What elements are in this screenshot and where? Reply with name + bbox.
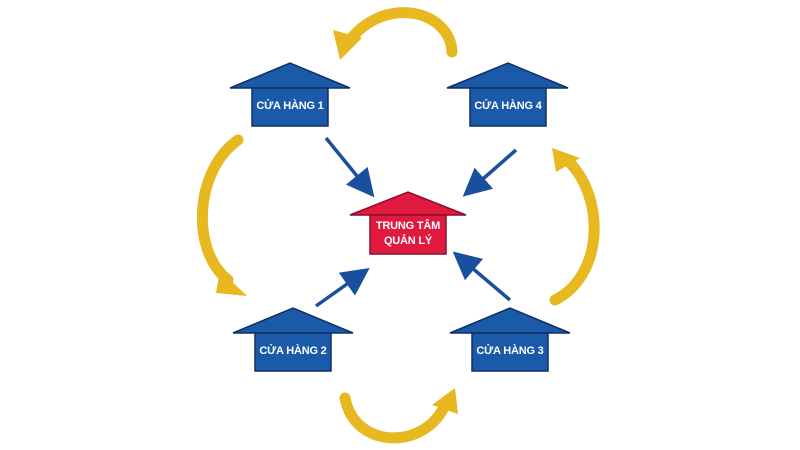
store-4-label: CỬA HÀNG 4 bbox=[474, 100, 542, 112]
center-label: TRUNG TÂM QUẢN LÝ bbox=[370, 219, 446, 249]
store-4-house bbox=[446, 62, 569, 127]
cycle-arrows bbox=[196, 7, 600, 444]
store-1-label: CỬA HÀNG 1 bbox=[256, 100, 324, 112]
arrow-store2-to-center bbox=[314, 267, 370, 308]
arrow-store4-to-center bbox=[462, 148, 518, 197]
flow-arrows bbox=[314, 136, 518, 308]
cycle-arrowhead-left bbox=[216, 270, 247, 296]
store-2-label: CỬA HÀNG 2 bbox=[259, 345, 327, 357]
cycle-arrow-right bbox=[549, 154, 600, 306]
store-2-house bbox=[232, 307, 354, 372]
arrow-store3-to-center bbox=[452, 251, 512, 302]
cycle-arrowhead-top bbox=[333, 30, 362, 60]
cycle-arrowhead-right bbox=[552, 148, 580, 172]
cycle-arrow-left bbox=[196, 134, 244, 286]
store-3-label: CỬA HÀNG 3 bbox=[476, 345, 544, 357]
store-1-house bbox=[229, 62, 351, 127]
center-label-line2: QUẢN LÝ bbox=[383, 235, 433, 247]
cycle-arrowhead-bottom bbox=[432, 388, 458, 414]
cycle-arrow-top bbox=[344, 7, 458, 58]
cycle-arrow-bottom bbox=[339, 392, 451, 444]
arrow-store1-to-center bbox=[324, 136, 375, 198]
store-3-house bbox=[449, 307, 571, 372]
center-label-line1: TRUNG TÂM bbox=[375, 220, 441, 232]
center-house bbox=[349, 191, 467, 255]
